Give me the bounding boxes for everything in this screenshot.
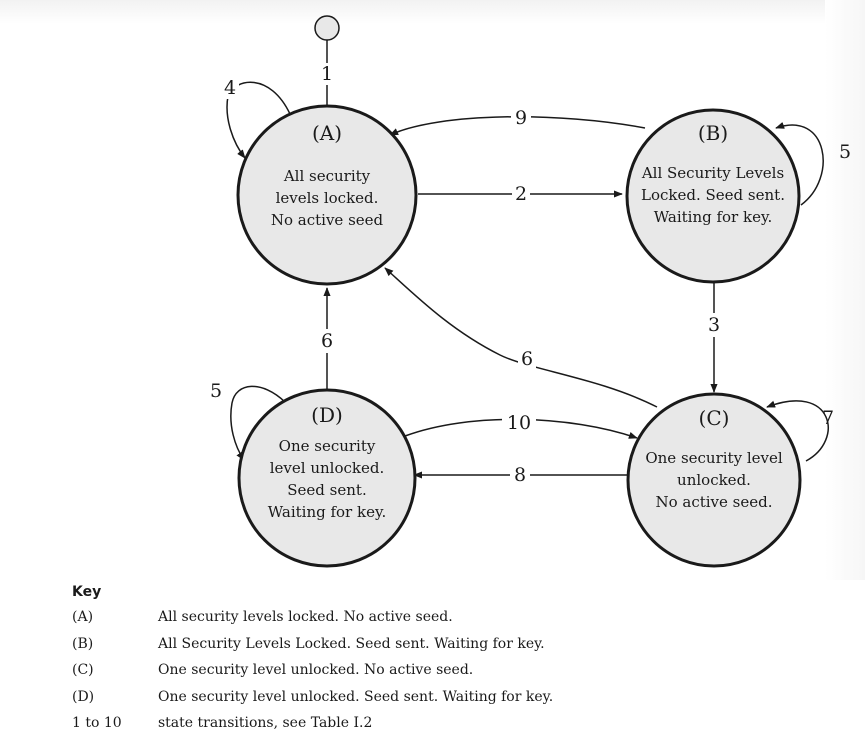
state-b-line-3: Waiting for key. xyxy=(654,208,772,226)
start-state xyxy=(314,15,340,41)
key-term: (C) xyxy=(72,662,94,678)
key-description: state transitions, see Table I.2 xyxy=(158,715,373,731)
transition-4-label: 4 xyxy=(224,77,236,99)
state-b-id: (B) xyxy=(698,121,728,145)
key-term: (D) xyxy=(72,688,95,705)
state-c-line-2: unlocked. xyxy=(677,471,751,489)
transition-5-b-arrow xyxy=(775,121,824,206)
transition-1-label-group: 1 xyxy=(319,63,335,85)
transition-3-label: 3 xyxy=(708,314,720,336)
transition-6-c-arrow xyxy=(384,267,658,408)
transition-5-b-label: 5 xyxy=(839,141,851,163)
state-a-line-3: No active seed xyxy=(271,211,384,229)
transition-3-label-group: 3 xyxy=(705,313,723,337)
transition-9-label-group: 9 xyxy=(511,107,531,129)
state-a: (A) All security levels locked. No activ… xyxy=(236,104,418,286)
state-d-line-4: Waiting for key. xyxy=(268,503,386,521)
transition-5-d-arrow xyxy=(230,385,286,461)
transition-5-d-label-group: 5 xyxy=(207,380,225,402)
key-row-transitions: 1 to 10 state transitions, see Table I.2 xyxy=(72,710,832,737)
state-a-id: (A) xyxy=(312,121,342,145)
key-legend: Key (A) All security levels locked. No a… xyxy=(72,580,832,737)
state-d: (D) One security level unlocked. Seed se… xyxy=(237,388,417,568)
key-row-a: (A) All security levels locked. No activ… xyxy=(72,604,832,631)
state-a-line-1: All security xyxy=(283,167,371,185)
state-d-id: (D) xyxy=(311,403,343,427)
key-description: All Security Levels Locked. Seed sent. W… xyxy=(158,635,545,652)
transition-2-label-group: 2 xyxy=(512,183,530,205)
state-b: (B) All Security Levels Locked. Seed sen… xyxy=(625,108,801,284)
key-row-b: (B) All Security Levels Locked. Seed sen… xyxy=(72,631,832,658)
key-title: Key xyxy=(72,584,102,600)
transition-6-d-label: 6 xyxy=(321,330,333,352)
transition-6-c-label-group: 6 xyxy=(518,348,536,370)
transition-10-label-group: 10 xyxy=(502,412,536,434)
key-row-d: (D) One security level unlocked. Seed se… xyxy=(72,684,832,711)
transition-4-label-group: 4 xyxy=(221,77,239,99)
transition-6-c-label: 6 xyxy=(521,348,533,370)
state-d-line-1: One security xyxy=(279,437,376,455)
state-c-line-1: One security level xyxy=(645,449,783,467)
state-b-line-2: Locked. Seed sent. xyxy=(641,186,785,204)
state-c: (C) One security level unlocked. No acti… xyxy=(626,392,802,568)
transition-9-label: 9 xyxy=(515,107,527,129)
transition-7-label: 7 xyxy=(822,407,834,429)
state-d-line-3: Seed sent. xyxy=(287,481,366,499)
state-b-line-1: All Security Levels xyxy=(641,164,784,182)
state-c-line-3: No active seed. xyxy=(655,493,772,511)
transition-2-label: 2 xyxy=(515,183,527,205)
transition-5-b-label-group: 5 xyxy=(839,141,851,163)
key-description: One security level unlocked. Seed sent. … xyxy=(158,688,554,705)
state-diagram: (A) All security levels locked. No activ… xyxy=(207,15,852,568)
transition-8-label-group: 8 xyxy=(510,464,530,486)
transition-8-label: 8 xyxy=(514,464,526,486)
key-row-c: (C) One security level unlocked. No acti… xyxy=(72,657,832,684)
key-description: One security level unlocked. No active s… xyxy=(158,662,474,678)
key-term: (A) xyxy=(72,609,94,625)
transition-1-label: 1 xyxy=(321,63,333,85)
state-d-line-2: level unlocked. xyxy=(270,459,384,477)
transition-9-arrow xyxy=(389,116,646,136)
transition-7-arrow xyxy=(766,400,829,462)
key-description: All security levels locked. No active se… xyxy=(158,609,453,625)
key-term: 1 to 10 xyxy=(72,715,122,731)
transition-5-d-label: 5 xyxy=(210,380,222,402)
transition-7-label-group: 7 xyxy=(822,407,834,429)
key-term: (B) xyxy=(72,635,94,652)
transition-10-label: 10 xyxy=(507,412,531,434)
state-a-line-2: levels locked. xyxy=(276,189,379,207)
transition-6-d-label-group: 6 xyxy=(318,329,336,353)
state-c-id: (C) xyxy=(699,406,730,430)
